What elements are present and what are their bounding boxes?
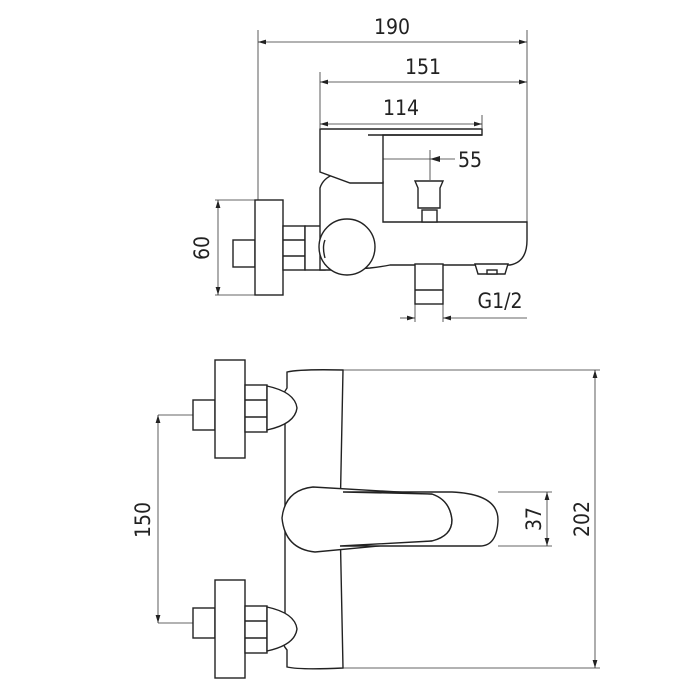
hex-nut <box>282 225 306 271</box>
front-view: 150 37 202 <box>131 359 600 679</box>
dim-label-150: 150 <box>131 502 155 538</box>
inlet-upper <box>192 359 298 459</box>
diverter-knob <box>413 180 445 209</box>
inlet-stub <box>232 239 256 268</box>
side-view: 190 151 114 55 G1/2 60 <box>190 15 528 322</box>
dim-label-55: 55 <box>458 148 482 172</box>
dim-label-190: 190 <box>374 15 410 39</box>
aerator <box>474 263 509 275</box>
dim-label-g12: G1/2 <box>477 289 522 313</box>
inlet-lower <box>192 579 298 679</box>
lever <box>319 128 483 184</box>
wall-flange <box>254 199 284 296</box>
cartridge-cap <box>318 218 376 276</box>
dim-label-114: 114 <box>383 96 419 120</box>
dim-label-60: 60 <box>190 236 214 260</box>
shower-outlet <box>414 263 444 305</box>
dim-label-37: 37 <box>522 507 546 531</box>
dim-label-151: 151 <box>405 55 441 79</box>
dim-label-202: 202 <box>570 501 594 537</box>
lever-tip <box>339 491 499 547</box>
